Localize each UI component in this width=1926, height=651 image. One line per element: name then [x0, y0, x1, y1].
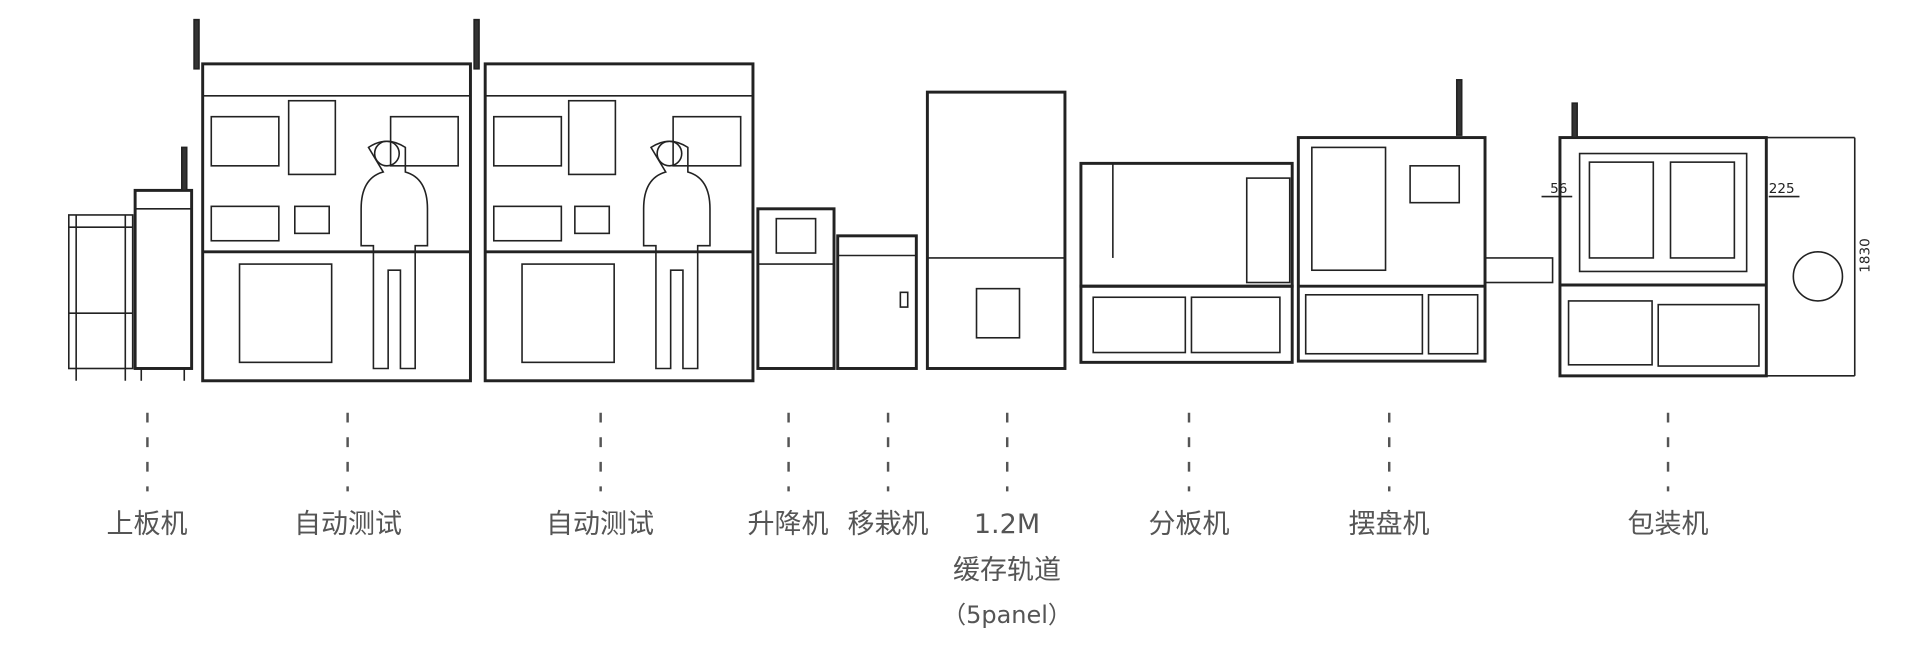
dimension-1830: 1830 [1857, 238, 1873, 272]
label-elevator: 升降机 [747, 509, 829, 540]
loader-machine [67, 146, 194, 381]
label-auto-test-1: 自动测试 [294, 509, 402, 540]
label-loader: 上板机 [106, 509, 188, 540]
buffer-conveyor [925, 90, 1067, 370]
dimension-56: 56 [1550, 181, 1567, 197]
transfer-machine [836, 234, 918, 370]
label-buffer-line2: 缓存轨道 [953, 555, 1061, 586]
label-packaging: 包装机 [1627, 509, 1709, 540]
auto-test-machine-2 [473, 18, 755, 383]
auto-test-machine-1 [193, 18, 472, 383]
label-buffer-line3: （5panel） [942, 601, 1072, 629]
label-tray: 摆盘机 [1348, 509, 1430, 540]
tray-machine [1296, 79, 1554, 363]
depaneling-machine [1079, 161, 1294, 364]
dimension-225: 225 [1769, 181, 1795, 197]
label-transfer: 移栽机 [847, 509, 929, 540]
label-depaneling: 分板机 [1148, 509, 1230, 540]
leader-lines [146, 412, 1670, 492]
packaging-machine: 56 225 1830 [1541, 102, 1873, 378]
label-auto-test-2: 自动测试 [546, 509, 654, 540]
elevator-machine [756, 207, 836, 370]
label-buffer: 1.2M [973, 509, 1041, 540]
